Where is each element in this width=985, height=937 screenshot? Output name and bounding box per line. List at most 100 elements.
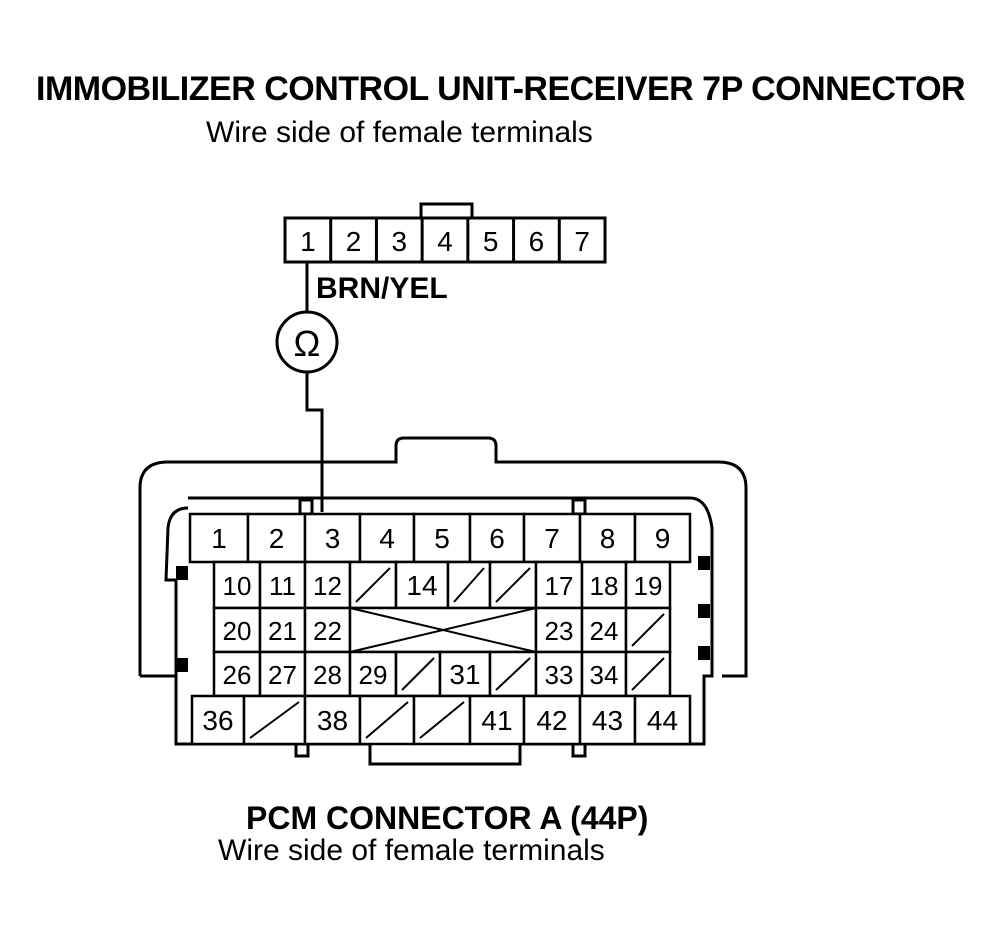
- pcm-terminal-label: 29: [359, 660, 388, 690]
- pcm-terminal-label: 31: [449, 659, 480, 690]
- receiver-pin-5: 5: [483, 226, 499, 257]
- pcm-terminal-22: 22: [303, 606, 352, 654]
- receiver-connector-subtitle: Wire side of female terminals: [206, 116, 593, 149]
- pcm-terminal-9: 9: [633, 512, 692, 564]
- receiver-7p-connector: [283, 202, 607, 264]
- pcm-terminal-label: 33: [545, 660, 574, 690]
- pcm-terminal-5: 5: [412, 512, 472, 564]
- pcm-connector-housing: [138, 436, 748, 766]
- pcm-terminal-label: 19: [634, 571, 663, 601]
- pcm-empty-cavity: [242, 694, 307, 746]
- empty-cavity-slash: [401, 657, 435, 691]
- receiver-pin-6: 6: [529, 226, 545, 257]
- pcm-terminal-1: 1: [188, 512, 250, 564]
- pcm-terminal-label: 26: [223, 660, 252, 690]
- pcm-terminal-19: 19: [624, 560, 672, 610]
- pcm-terminal-label: 36: [202, 705, 233, 736]
- pcm-terminal-label: 8: [600, 523, 616, 554]
- pcm-terminal-24: 24: [580, 606, 628, 654]
- pcm-terminal-label: 14: [406, 570, 437, 601]
- pcm-terminal-7: 7: [522, 512, 582, 564]
- pcm-terminal-label: 9: [655, 523, 671, 554]
- pcm-terminal-21: 21: [258, 606, 307, 654]
- pcm-terminal-label: 4: [379, 523, 395, 554]
- pcm-connector-title: PCM CONNECTOR A (44P): [246, 800, 649, 836]
- pcm-terminal-label: 6: [489, 523, 505, 554]
- empty-cavity-slash: [631, 657, 665, 691]
- pcm-terminal-42: 42: [522, 694, 582, 746]
- pcm-terminal-2: 2: [246, 512, 307, 564]
- pcm-terminal-label: 42: [536, 705, 567, 736]
- pcm-terminal-label: 2: [269, 523, 285, 554]
- pcm-terminal-41: 41: [468, 694, 526, 746]
- housing-lock-tabs: [176, 556, 710, 672]
- pcm-empty-cavity: [624, 606, 672, 654]
- wire-color-label: BRN/YEL: [316, 272, 448, 305]
- empty-cavity-slash: [631, 613, 665, 647]
- pcm-terminal-label: 43: [592, 705, 623, 736]
- pcm-terminal-43: 43: [578, 694, 637, 746]
- pcm-terminal-label: 10: [223, 571, 252, 601]
- pcm-terminal-18: 18: [580, 560, 628, 610]
- pcm-terminal-44: 44: [633, 694, 692, 746]
- pcm-empty-cavity: [348, 560, 398, 610]
- pcm-terminal-29: 29: [348, 650, 398, 698]
- pcm-terminal-34: 34: [580, 650, 628, 698]
- empty-cavity-slash: [453, 567, 485, 603]
- empty-cavity-cross: [349, 607, 537, 653]
- pcm-terminal-31: 31: [438, 650, 492, 698]
- pcm-empty-cavity: [412, 694, 472, 746]
- empty-cavity-slash: [355, 567, 391, 603]
- pcm-terminal-label: 5: [434, 523, 450, 554]
- ohmmeter-icon: Ω: [275, 310, 339, 374]
- pcm-terminal-27: 27: [258, 650, 307, 698]
- pcm-terminal-12: 12: [303, 560, 352, 610]
- pcm-terminal-14: 14: [394, 560, 450, 610]
- test-wire: [305, 262, 324, 512]
- receiver-pin-4: 4: [437, 226, 453, 257]
- pcm-terminal-10: 10: [212, 560, 262, 610]
- empty-cavity-slash: [249, 701, 300, 739]
- pcm-terminal-label: 18: [590, 571, 619, 601]
- pcm-empty-cavity: [358, 694, 416, 746]
- pcm-terminal-label: 1: [211, 523, 227, 554]
- pcm-terminal-label: 11: [269, 571, 296, 601]
- receiver-pin-1: 1: [300, 226, 316, 257]
- empty-cavity-slash: [365, 701, 409, 739]
- pcm-terminal-label: 21: [268, 616, 297, 646]
- pcm-terminal-label: 3: [325, 523, 341, 554]
- pcm-empty-cavity: [488, 650, 538, 698]
- pcm-terminal-4: 4: [358, 512, 416, 564]
- empty-cavity-slash: [495, 657, 531, 691]
- pcm-terminal-23: 23: [534, 606, 584, 654]
- pcm-terminal-label: 12: [313, 571, 342, 601]
- pcm-empty-cavity: [446, 560, 492, 610]
- pcm-terminal-label: 44: [647, 705, 678, 736]
- pcm-terminal-8: 8: [578, 512, 637, 564]
- pcm-terminal-20: 20: [212, 606, 262, 654]
- ohm-symbol: Ω: [294, 323, 321, 364]
- pcm-terminal-label: 23: [545, 616, 574, 646]
- pcm-terminal-33: 33: [534, 650, 584, 698]
- pcm-terminal-17: 17: [534, 560, 584, 610]
- empty-cavity-slash: [419, 701, 465, 739]
- pcm-terminal-36: 36: [190, 694, 246, 746]
- receiver-connector-title: IMMOBILIZER CONTROL UNIT-RECEIVER 7P CON…: [36, 70, 966, 108]
- pcm-terminal-3: 3: [303, 512, 362, 564]
- pcm-empty-cavity: [624, 650, 672, 698]
- pcm-terminal-label: 41: [481, 705, 512, 736]
- empty-cavity-slash: [495, 567, 531, 603]
- receiver-pin-2: 2: [346, 226, 362, 257]
- pcm-terminal-label: 7: [544, 523, 560, 554]
- pcm-terminal-label: 17: [545, 571, 574, 601]
- pcm-terminal-label: 28: [313, 660, 342, 690]
- pcm-terminal-label: 20: [223, 616, 252, 646]
- pcm-terminal-38: 38: [303, 694, 362, 746]
- pcm-terminal-26: 26: [212, 650, 262, 698]
- pcm-terminal-label: 24: [590, 616, 619, 646]
- pcm-empty-cavity: [348, 606, 538, 654]
- pcm-empty-cavity: [488, 560, 538, 610]
